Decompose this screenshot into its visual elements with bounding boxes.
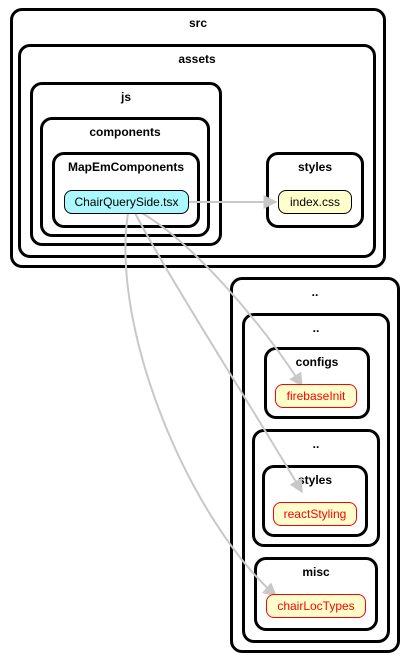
cluster-label-js: js — [120, 90, 131, 104]
cluster-label-assets-styles: styles — [297, 160, 333, 174]
cluster-label-mapem-components: MapEmComponents — [67, 160, 184, 174]
cluster-label-styles-parent: .. — [312, 437, 320, 451]
cluster-label-misc: misc — [302, 565, 330, 579]
cluster-label-assets: assets — [178, 52, 216, 66]
node-firebase-init[interactable]: firebaseInit — [275, 384, 357, 408]
cluster-label-src: src — [188, 16, 208, 30]
node-chair-query-side[interactable]: ChairQuerySide.tsx — [64, 190, 189, 214]
cluster-label-inner-styles: styles — [297, 473, 333, 487]
node-index-css[interactable]: index.css — [278, 190, 352, 214]
cluster-label-parent-outer: .. — [311, 285, 319, 299]
node-chair-loc-types[interactable]: chairLocTypes — [266, 594, 366, 618]
cluster-label-components: components — [89, 125, 161, 139]
node-react-styling[interactable]: reactStyling — [273, 502, 357, 526]
cluster-label-parent-inner: .. — [312, 321, 320, 335]
cluster-inner-styles: styles — [262, 465, 368, 537]
cluster-label-configs: configs — [295, 355, 339, 369]
cluster-configs: configs — [264, 347, 370, 419]
